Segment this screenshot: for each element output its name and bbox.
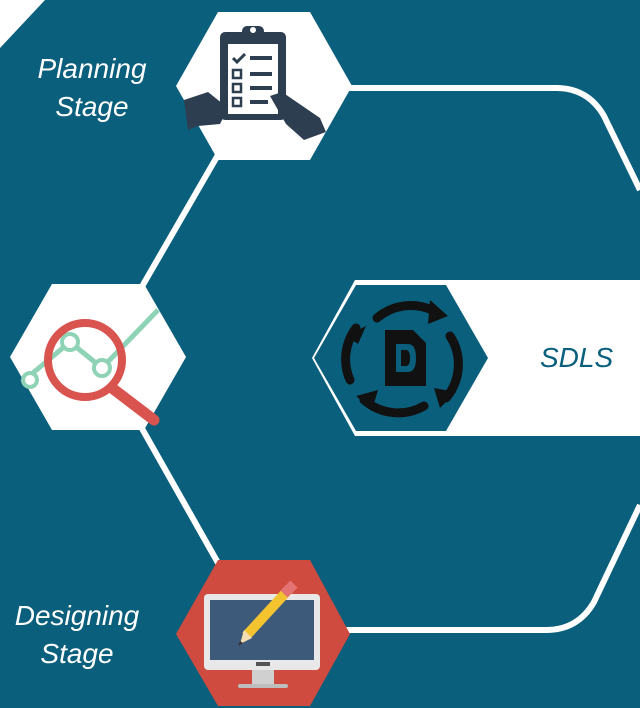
designing-label-line2: Stage — [40, 638, 114, 669]
designing-stage-label: Designing Stage — [2, 597, 152, 673]
analysis-hexagon — [10, 284, 186, 430]
connector-left-lower — [137, 423, 225, 572]
corner-shape — [0, 0, 45, 48]
analysis-node — [10, 284, 186, 430]
sdls-label: SDLS — [540, 342, 614, 373]
connector-left-upper — [137, 146, 225, 292]
planning-label-line1: Planning — [37, 53, 147, 84]
connector-top — [330, 85, 640, 192]
connector-lines — [137, 85, 640, 633]
designing-label-line1: Designing — [14, 600, 140, 631]
clipboard-checklist-icon — [184, 26, 326, 140]
sdls-node — [312, 280, 640, 436]
planning-label-line2: Stage — [55, 91, 129, 122]
cycle-document-icon — [341, 300, 463, 418]
designing-node — [176, 560, 350, 706]
monitor-pencil-icon — [204, 580, 320, 688]
connector-bottom — [330, 503, 640, 633]
planning-stage-label: Planning Stage — [12, 50, 172, 126]
planning-node — [176, 12, 352, 160]
magnifier-chart-icon — [20, 308, 160, 426]
